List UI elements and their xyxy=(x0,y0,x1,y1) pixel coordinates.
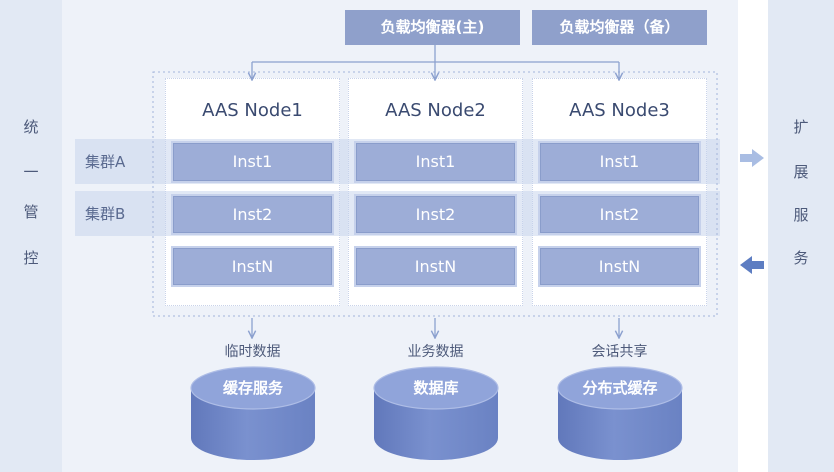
database-cylinder-icon xyxy=(190,366,316,460)
left-panel-char: 统 xyxy=(23,118,39,136)
node-title: AAS Node1 xyxy=(202,100,303,121)
load-balancer-standby: 负载均衡器（备） xyxy=(532,10,707,45)
instance-box: Inst1 xyxy=(171,141,334,183)
instance-box: Inst2 xyxy=(354,194,517,235)
data-label-session: 会话共享 xyxy=(591,344,648,360)
instance-box: InstN xyxy=(171,246,334,287)
database-cylinder-icon xyxy=(373,366,499,460)
data-label-business: 业务数据 xyxy=(407,344,464,360)
right-panel-char: 扩 xyxy=(793,118,809,136)
right-panel-char: 务 xyxy=(793,249,809,267)
instance-box: InstN xyxy=(354,246,517,287)
storage-name: 分布式缓存 xyxy=(582,379,658,397)
instance-box: Inst1 xyxy=(354,141,517,183)
cluster-label: 集群B xyxy=(85,205,126,223)
right-panel-extended-services: 扩 展 服 务 xyxy=(768,0,834,472)
instance-box: Inst2 xyxy=(171,194,334,235)
right-panel-char: 服 xyxy=(793,206,809,224)
data-label-temp: 临时数据 xyxy=(224,344,281,360)
storage-cylinder-database: 数据库 xyxy=(373,366,499,462)
instance-box: InstN xyxy=(538,246,701,287)
storage-name: 缓存服务 xyxy=(222,379,283,397)
right-panel-char: 展 xyxy=(793,163,809,181)
storage-cylinder-cache: 缓存服务 xyxy=(190,366,316,462)
left-panel-char: 控 xyxy=(23,249,39,267)
database-cylinder-icon xyxy=(557,366,683,460)
instance-box: Inst2 xyxy=(538,194,701,235)
load-balancer-primary: 负载均衡器(主) xyxy=(345,10,520,45)
left-panel-unified-control: 统 一 管 控 xyxy=(0,0,62,472)
arrow-right-icon xyxy=(740,149,764,167)
node-title: AAS Node2 xyxy=(385,100,486,121)
cluster-label: 集群A xyxy=(85,153,126,171)
storage-cylinder-distributed-cache: 分布式缓存 xyxy=(557,366,683,462)
left-panel-char: 管 xyxy=(23,203,39,221)
storage-name: 数据库 xyxy=(413,379,459,397)
instance-box: Inst1 xyxy=(538,141,701,183)
arrow-left-icon xyxy=(740,256,764,274)
left-panel-char: 一 xyxy=(23,163,39,181)
node-title: AAS Node3 xyxy=(569,100,670,121)
